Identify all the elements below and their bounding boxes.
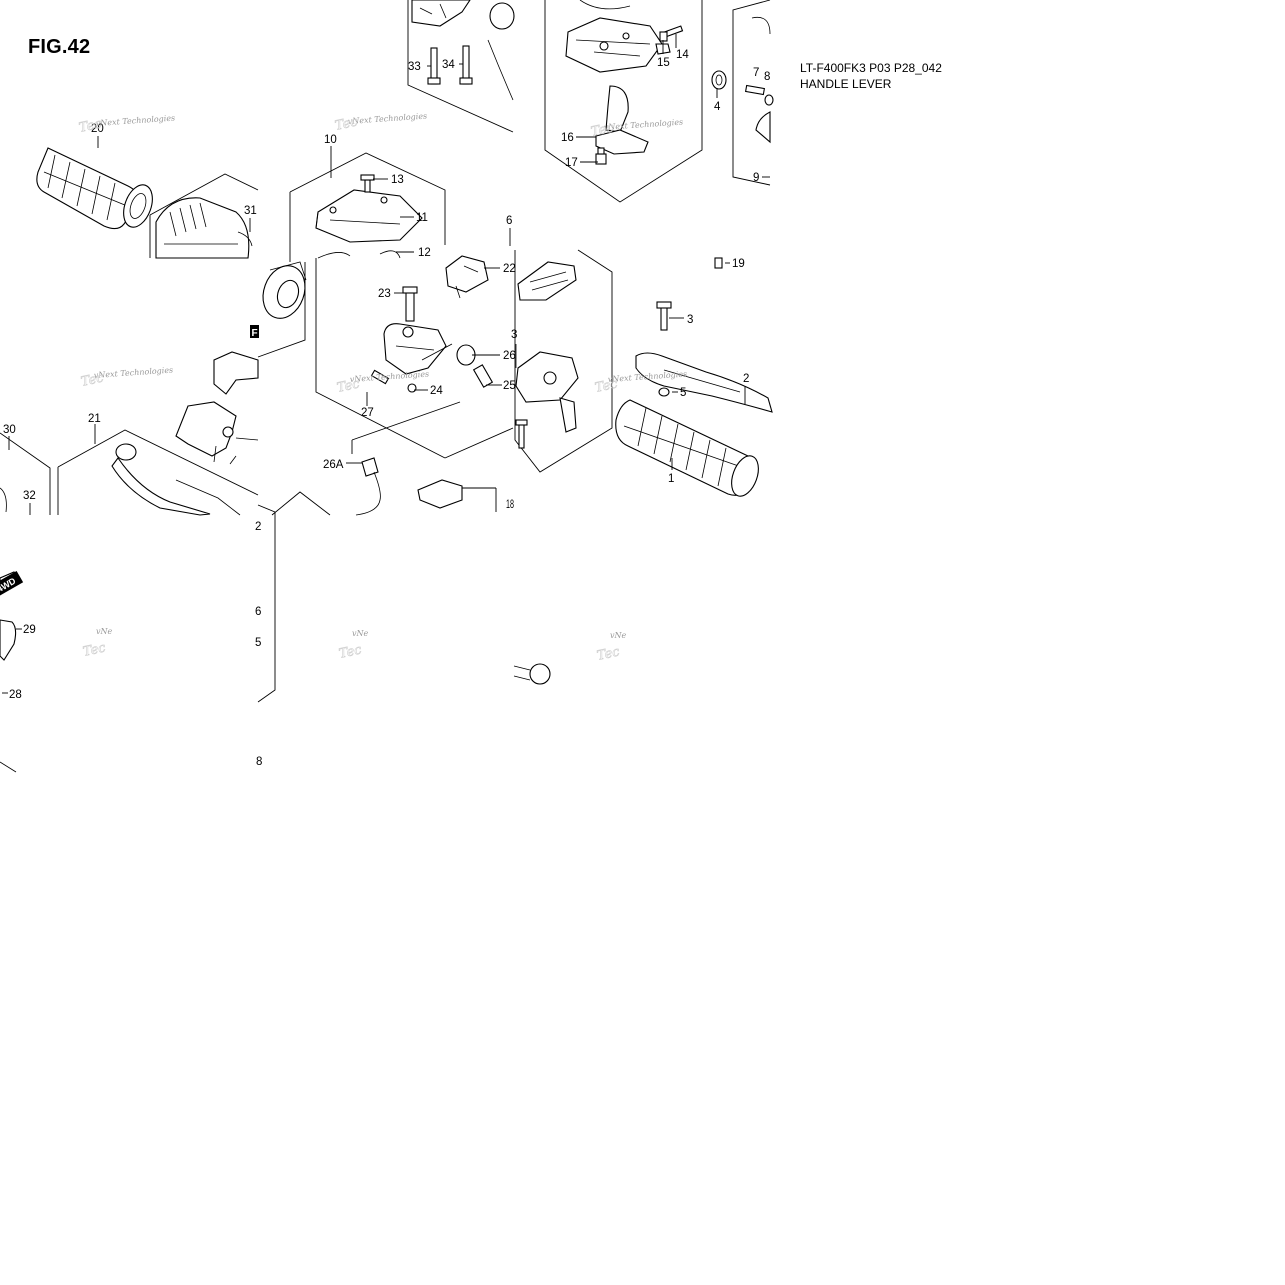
marker-f: F	[252, 328, 258, 339]
callout-8: 8	[764, 71, 770, 83]
watermark-5: vNext Technologies	[350, 369, 430, 384]
callout-26: 26	[503, 350, 516, 362]
callout-20: 20	[91, 123, 104, 135]
callout-33: 33	[408, 61, 421, 73]
callout-5: 5	[680, 387, 686, 399]
part-1-right-grip	[615, 399, 759, 497]
watermark-ghost-1: Tec	[78, 116, 104, 136]
callout-15: 15	[657, 57, 670, 69]
callout-10: 10	[324, 134, 337, 146]
marker-4wd-box	[0, 570, 24, 597]
part-11-cover	[315, 174, 423, 259]
watermark-2: vNext Technologies	[348, 111, 428, 126]
callout-1: 1	[668, 473, 674, 485]
part-20-left-grip	[36, 147, 153, 230]
part-throttle-case	[565, 0, 663, 165]
part-3-bolt	[656, 301, 672, 331]
part-switch-body	[515, 344, 579, 449]
callout-labels: 20 31 10 13 11 12 33 34 14 15 16 17 4 7 …	[3, 49, 770, 768]
part-cable-end	[513, 663, 551, 685]
part-23-pin	[402, 286, 418, 322]
part-lever-holder	[370, 323, 494, 393]
callout-22: 22	[503, 263, 516, 275]
callout-24: 24	[430, 385, 443, 397]
callout-31: 31	[244, 205, 257, 217]
callout-2: 2	[743, 373, 749, 385]
watermark-ghost-4: Tec	[80, 370, 106, 390]
watermark-9: vNe	[610, 631, 627, 640]
callout-18: 18	[506, 499, 514, 511]
callout-fragment-6: 6	[255, 606, 261, 618]
panel-outlines	[0, 0, 771, 703]
part-left-fragments	[0, 487, 21, 773]
watermark-ghost-2: Tec	[334, 114, 360, 134]
watermark-1: vNext Technologies	[96, 113, 176, 128]
watermark-ghost-9: Tec	[596, 644, 622, 664]
callout-4: 4	[714, 101, 721, 113]
callout-12: 12	[418, 247, 431, 259]
watermark-7: vNe	[96, 627, 113, 636]
watermark-8: vNe	[352, 629, 369, 638]
watermark-ghost-6: Tec	[594, 376, 620, 396]
part-6-switch-cover	[517, 261, 577, 301]
part-right-bracket	[744, 16, 774, 144]
part-31-switch-housing	[155, 197, 253, 259]
model-code: LT-F400FK3 P03 P28_042	[800, 61, 942, 75]
callout-16: 16	[561, 132, 574, 144]
part-18-switch	[417, 479, 463, 509]
callout-27: 27	[361, 407, 374, 419]
callout-26a: 26A	[323, 459, 344, 471]
callout-32: 32	[23, 490, 36, 502]
marker-f-box	[250, 325, 259, 338]
model-info: LT-F400FK3 P03 P28_042 HANDLE LEVER	[800, 60, 942, 92]
parts	[0, 0, 774, 773]
callout-29: 29	[23, 624, 36, 636]
watermark-ghost-3: Tec	[590, 120, 616, 140]
callout-fragment-3: 3	[511, 329, 517, 341]
part-4-collar	[711, 70, 727, 90]
watermark-ghost-8: Tec	[338, 642, 364, 662]
callout-21: 21	[88, 413, 101, 425]
leader-lines	[2, 34, 770, 694]
callout-fragment-5: 5	[255, 637, 261, 649]
callout-6: 6	[506, 215, 512, 227]
callout-9: 9	[753, 172, 759, 184]
watermark-ghost-7: Tec	[82, 640, 108, 660]
section-name: HANDLE LEVER	[800, 77, 892, 91]
callout-fragment-2: 2	[255, 521, 261, 533]
callout-28: 28	[9, 689, 22, 701]
callout-17: 17	[565, 157, 578, 169]
callout-fragment-8: 8	[256, 756, 262, 768]
part-2-right-lever	[635, 352, 773, 413]
watermark-4: vNext Technologies	[94, 365, 174, 380]
part-26a-cable	[355, 457, 381, 516]
part-22-bracket	[445, 255, 489, 299]
callout-7: 7	[753, 67, 759, 79]
callout-3: 3	[687, 314, 693, 326]
callout-34: 34	[442, 59, 455, 71]
figure-title: FIG.42	[28, 36, 91, 58]
callout-11: 11	[416, 212, 428, 224]
callout-13: 13	[391, 174, 404, 186]
callout-30: 30	[3, 424, 16, 436]
part-left-bracket	[175, 351, 259, 465]
watermark-ghost-5: Tec	[336, 376, 362, 396]
callout-14: 14	[676, 49, 689, 61]
callout-23: 23	[378, 288, 391, 300]
part-21-left-lever	[111, 443, 241, 516]
callout-19: 19	[732, 258, 745, 270]
part-top-housing	[411, 0, 515, 101]
callout-25: 25	[503, 380, 516, 392]
part-19-nut	[714, 257, 723, 269]
part-clamp-ring	[262, 261, 307, 319]
